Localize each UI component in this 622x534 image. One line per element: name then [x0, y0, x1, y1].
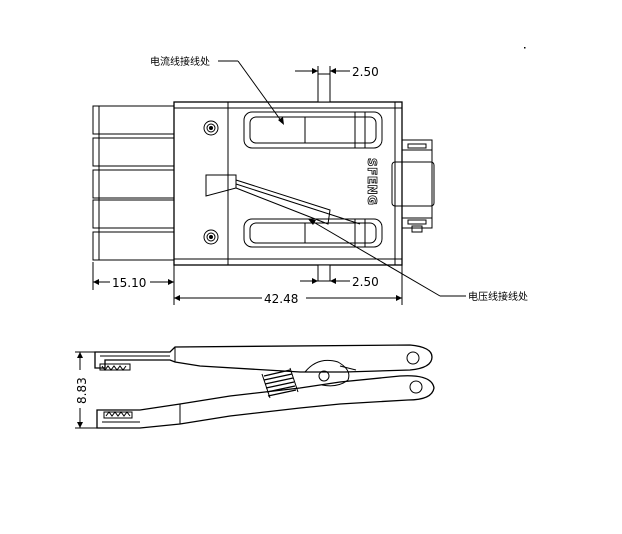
- dim-bottom-pin: [300, 278, 350, 284]
- contact-spring: [205, 174, 361, 225]
- bottom-pin: [317, 264, 331, 282]
- pivot: [304, 359, 357, 387]
- hinge-block: [391, 139, 435, 233]
- dim-body-length: [174, 265, 403, 305]
- stray-mark: [524, 47, 526, 49]
- dim-tab-length: [92, 262, 175, 305]
- dim-label-body-length: 42.48: [264, 292, 298, 306]
- top-view: SFENG 2.50: [92, 55, 528, 306]
- callout-current: [218, 60, 284, 125]
- coil-spring: [261, 367, 299, 399]
- dim-top-pin: [295, 66, 350, 76]
- upper-arm: [94, 344, 433, 373]
- dim-label-top-pin: 2.50: [352, 65, 379, 79]
- lower-arm: [96, 375, 435, 429]
- label-current-terminal: 电流线接线处: [150, 55, 210, 68]
- upper-slot: [243, 111, 383, 149]
- dim-label-jaw-opening: 8.83: [75, 377, 89, 404]
- brand-label: SFENG: [365, 158, 379, 205]
- dim-label-bottom-pin: 2.50: [352, 275, 379, 289]
- dim-jaw-opening: [75, 351, 97, 429]
- screw-hole-top: [203, 120, 219, 136]
- dim-label-tab-length: 15.10: [112, 276, 146, 290]
- screw-hole-bottom: [203, 229, 219, 245]
- top-pin: [317, 73, 331, 103]
- side-view: 8.83: [75, 344, 435, 429]
- left-tabs: [92, 105, 175, 261]
- callout-voltage: [308, 219, 466, 297]
- label-voltage-terminal: 电压线接线处: [468, 290, 528, 303]
